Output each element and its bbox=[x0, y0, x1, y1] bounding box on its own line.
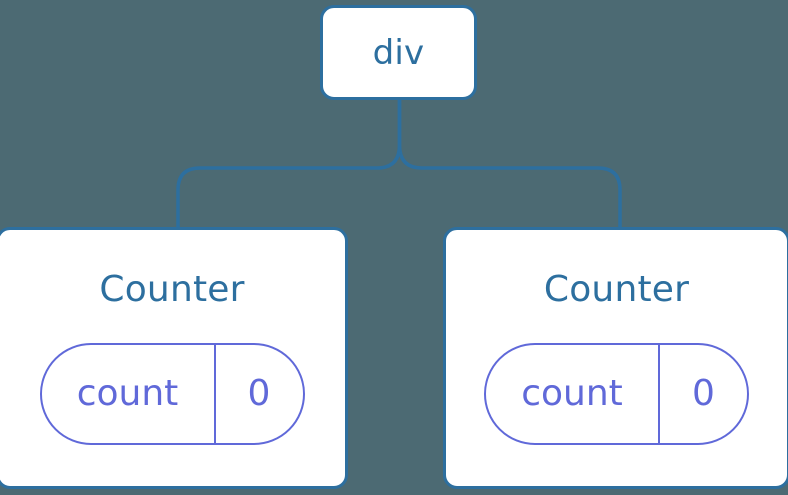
connector-to-right-counter bbox=[397, 98, 622, 229]
node-counter-right-label: Counter bbox=[543, 269, 690, 310]
node-counter-right[interactable]: Counter count 0 bbox=[443, 227, 788, 489]
state-key-right: count bbox=[486, 345, 660, 443]
node-counter-left[interactable]: Counter count 0 bbox=[0, 227, 348, 489]
state-value-right: 0 bbox=[692, 373, 715, 414]
state-pill-right[interactable]: count 0 bbox=[484, 343, 749, 445]
connector-to-left-counter bbox=[176, 98, 402, 229]
node-div-label: div bbox=[372, 32, 425, 73]
state-pill-left[interactable]: count 0 bbox=[39, 343, 305, 445]
state-key-left: count bbox=[42, 345, 216, 443]
node-counter-left-label: Counter bbox=[99, 269, 245, 310]
state-value-left: 0 bbox=[247, 373, 271, 414]
node-div[interactable]: div bbox=[320, 5, 477, 100]
